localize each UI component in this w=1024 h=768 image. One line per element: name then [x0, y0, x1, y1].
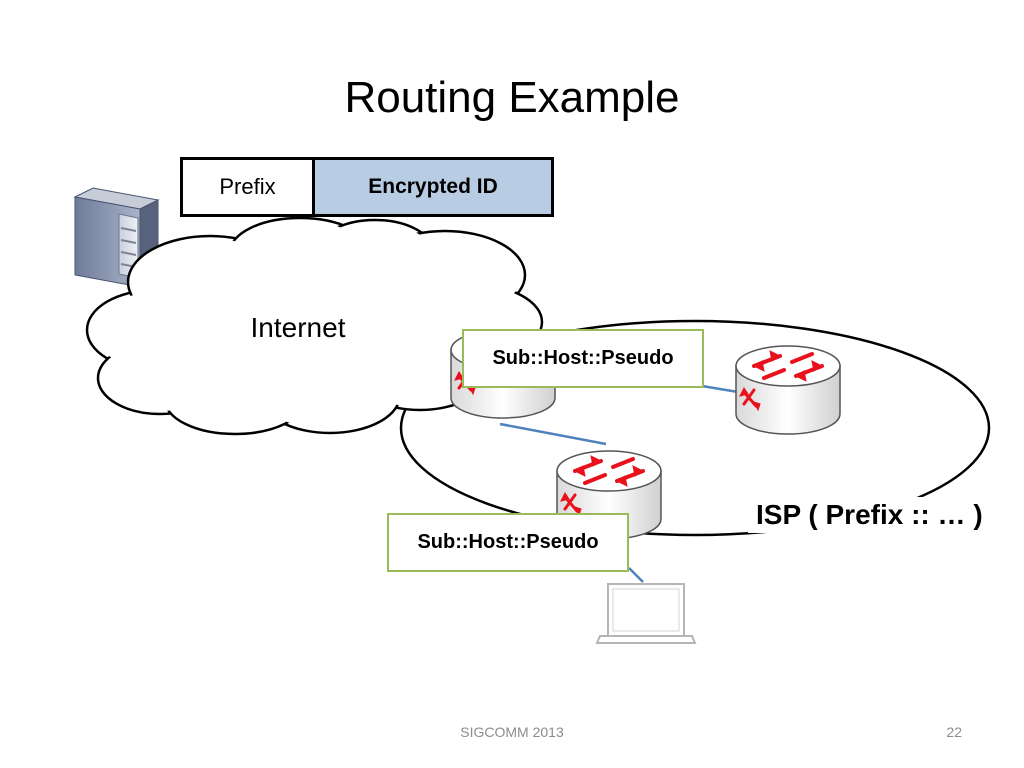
- slide-title: Routing Example: [344, 73, 680, 122]
- encrypted-id-field: Encrypted ID: [315, 157, 554, 217]
- isp-label: ISP ( Prefix :: … ): [748, 497, 1006, 533]
- page-number: 22: [946, 724, 962, 740]
- link-bottom-addr-to-laptop: [628, 567, 644, 583]
- link-top-router-to-bottom-router: [499, 422, 607, 446]
- address-format-header: Prefix Encrypted ID: [180, 157, 554, 217]
- internet-label: Internet: [250, 312, 346, 343]
- router-address-top: Sub::Host::Pseudo: [462, 329, 704, 388]
- isp-domain-ellipse: [399, 319, 991, 537]
- laptop-icon: [595, 583, 697, 644]
- footer-conference: SIGCOMM 2013: [460, 724, 564, 740]
- link-top-addr-to-right-router: [701, 384, 739, 394]
- router-icon-right: [734, 344, 842, 436]
- router-address-bottom: Sub::Host::Pseudo: [387, 513, 629, 572]
- prefix-field: Prefix: [180, 157, 315, 217]
